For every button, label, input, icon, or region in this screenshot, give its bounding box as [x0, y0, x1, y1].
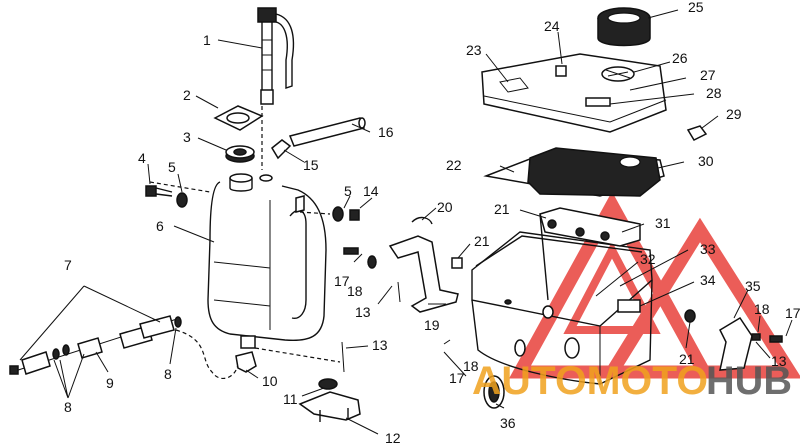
callout-18c: 18 [754, 301, 770, 317]
callout-30: 30 [698, 153, 714, 169]
part-lower-bracket [298, 341, 361, 422]
callout-32: 32 [640, 251, 656, 267]
callout-1: 1 [203, 32, 211, 48]
callout-8a: 8 [164, 366, 172, 382]
callout-17c: 17 [785, 305, 800, 321]
part-fuel-tank [207, 173, 327, 349]
callout-17a: 17 [334, 273, 350, 289]
part-mount-bracket [343, 216, 463, 313]
callout-labels: 1 2 3 4 5 5 6 7 8 8 9 10 11 12 13 13 13 … [64, 0, 800, 446]
callout-17b: 17 [449, 370, 465, 386]
callout-15: 15 [303, 157, 319, 173]
part-cap [213, 105, 264, 131]
callout-2: 2 [183, 87, 191, 103]
callout-11: 11 [283, 391, 298, 407]
callout-20: 20 [437, 199, 453, 215]
part-filler-gauge [257, 7, 295, 105]
callout-25: 25 [688, 0, 704, 15]
watermark-word-automoto: AUTOMOTO [472, 359, 708, 403]
part-battery-box [471, 207, 696, 385]
callout-3: 3 [183, 129, 191, 145]
callout-14: 14 [363, 183, 379, 199]
part-pad [527, 147, 661, 197]
part-boot [483, 375, 505, 409]
leader-lines [19, 9, 793, 435]
part-elbow-hose [271, 117, 366, 160]
part-battery-cap [597, 7, 651, 47]
callout-5a: 5 [168, 159, 176, 175]
part-retainer [686, 125, 708, 141]
callout-4: 4 [138, 150, 146, 166]
watermark-logo [508, 191, 800, 379]
callout-21c: 21 [679, 351, 695, 367]
callout-8b: 8 [64, 399, 72, 415]
watermark-text: AUTOMOTO HUB [472, 359, 792, 403]
part-grommet [225, 145, 255, 163]
callout-19: 19 [424, 317, 440, 333]
callout-13a: 13 [372, 337, 388, 353]
part-side-bracket [719, 316, 783, 371]
callout-29: 29 [726, 106, 742, 122]
callout-13b: 13 [355, 304, 371, 320]
callout-13c: 13 [771, 353, 787, 369]
callout-24: 24 [544, 18, 560, 34]
callout-33: 33 [700, 241, 716, 257]
callout-21b: 21 [494, 201, 510, 217]
callout-22: 22 [446, 157, 462, 173]
callout-23: 23 [466, 42, 482, 58]
callout-28: 28 [706, 85, 722, 101]
callout-12: 12 [385, 430, 401, 446]
part-bolt-left [145, 185, 188, 208]
callout-7: 7 [64, 257, 72, 273]
part-clip [555, 65, 567, 77]
callout-16: 16 [378, 124, 394, 140]
part-fuel-filter-assembly [9, 315, 182, 375]
watermark-triangle-right [600, 217, 800, 379]
callout-6: 6 [156, 218, 164, 234]
callout-31: 31 [655, 215, 671, 231]
callout-27: 27 [700, 67, 716, 83]
part-washer-nut [332, 206, 360, 222]
part-fitting [235, 351, 257, 373]
watermark-word-hub: HUB [706, 359, 792, 403]
callout-9: 9 [106, 375, 114, 391]
callout-18b: 18 [463, 358, 479, 374]
callout-36: 36 [500, 415, 516, 431]
callout-21a: 21 [474, 233, 490, 249]
callout-26: 26 [672, 50, 688, 66]
part-lid [481, 53, 667, 133]
callout-35: 35 [745, 278, 761, 294]
callout-10: 10 [262, 373, 278, 389]
callout-5b: 5 [344, 183, 352, 199]
callout-18a: 18 [347, 283, 363, 299]
callout-34: 34 [700, 272, 716, 288]
